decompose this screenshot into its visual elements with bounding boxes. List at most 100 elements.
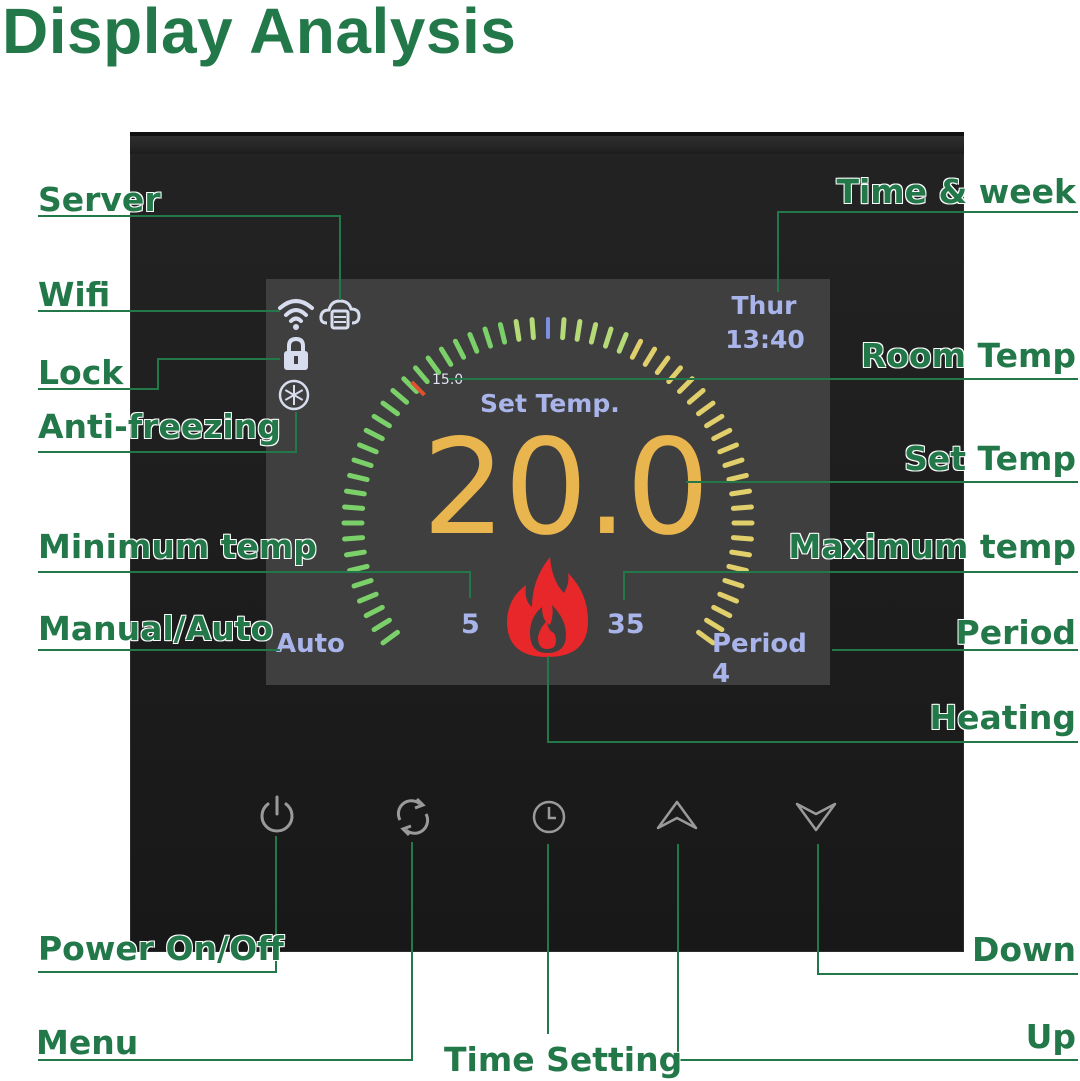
dial-tick bbox=[357, 442, 379, 455]
label-manual-auto: Manual/Auto bbox=[38, 609, 274, 648]
room-temp-display: 15.0 bbox=[432, 372, 464, 388]
up-arrow-icon bbox=[656, 800, 698, 830]
dial-tick bbox=[347, 563, 370, 574]
weekday-display: Thur bbox=[731, 291, 797, 320]
max-temp-value: 35 bbox=[607, 609, 645, 640]
dial-tick bbox=[711, 604, 733, 619]
label-set-temp: Set Temp bbox=[904, 439, 1076, 478]
label-anti-freezing: Anti-freezing bbox=[38, 407, 281, 446]
dial-tick bbox=[722, 578, 745, 589]
label-server: Server bbox=[38, 180, 161, 219]
dial-tick bbox=[696, 400, 716, 417]
lock-icon bbox=[281, 336, 311, 377]
dial-tick bbox=[726, 563, 749, 574]
panel-rim bbox=[130, 136, 964, 154]
dial-tick bbox=[390, 388, 410, 405]
dial-tick bbox=[677, 376, 695, 394]
dial-tick bbox=[704, 413, 725, 429]
label-wifi: Wifi bbox=[38, 275, 111, 314]
dial-tick bbox=[729, 488, 752, 497]
dial-tick bbox=[722, 457, 745, 468]
server-icon bbox=[318, 297, 362, 336]
up-button[interactable] bbox=[654, 798, 700, 837]
dial-tick bbox=[588, 322, 599, 345]
label-room-temp: Room Temp bbox=[860, 336, 1076, 375]
label-time-week: Time & week bbox=[836, 172, 1076, 211]
power-icon bbox=[260, 795, 294, 833]
label-lock: Lock bbox=[38, 353, 124, 392]
label-up: Up bbox=[1025, 1017, 1076, 1056]
dial-tick bbox=[438, 346, 454, 367]
dial-tick bbox=[704, 617, 725, 633]
temperature-dial bbox=[341, 317, 755, 646]
snowflake-icon bbox=[278, 379, 310, 416]
dial-tick bbox=[529, 317, 536, 341]
dial-tick bbox=[467, 332, 480, 354]
page-title: Display Analysis bbox=[2, 0, 517, 67]
dial-tick bbox=[497, 322, 508, 345]
dial-tick bbox=[726, 472, 749, 483]
dial-tick bbox=[717, 442, 739, 455]
dial-tick bbox=[401, 376, 419, 394]
dial-tick bbox=[603, 326, 614, 349]
dial-tick bbox=[482, 326, 493, 349]
dial-tick bbox=[642, 346, 658, 367]
dial-tick bbox=[696, 629, 716, 646]
dial-tick bbox=[425, 355, 442, 375]
dial-tick bbox=[380, 400, 400, 417]
dial-tick bbox=[413, 365, 430, 385]
dial-tick bbox=[357, 591, 379, 604]
dial-tick bbox=[351, 457, 374, 468]
label-down: Down bbox=[971, 930, 1076, 969]
dial-tick bbox=[342, 535, 366, 542]
dial-tick bbox=[351, 578, 374, 589]
mode-display: Auto bbox=[276, 629, 345, 659]
dial-tick bbox=[717, 591, 739, 604]
dial-tick bbox=[363, 427, 385, 442]
dial-tick bbox=[729, 549, 752, 558]
down-button[interactable] bbox=[793, 800, 839, 839]
flame-icon bbox=[502, 549, 592, 664]
dial-tick bbox=[629, 338, 644, 360]
label-power: Power On/Off bbox=[38, 929, 284, 968]
dial-tick bbox=[560, 317, 567, 341]
dial-tick bbox=[574, 319, 583, 342]
dial-tick bbox=[380, 629, 400, 646]
lcd-screen: Thur 13:40 15.0 Set Temp. 20.0 5 35 Auto… bbox=[266, 279, 830, 689]
dial-tick bbox=[363, 604, 385, 619]
label-menu: Menu bbox=[36, 1023, 139, 1062]
dial-tick bbox=[730, 504, 754, 511]
dial-tick bbox=[452, 338, 467, 360]
dial-tick bbox=[371, 413, 392, 429]
dial-tick bbox=[347, 472, 370, 483]
dial-tick bbox=[686, 388, 706, 405]
min-temp-value: 5 bbox=[461, 609, 480, 640]
clock-icon bbox=[532, 800, 566, 834]
label-minimum-temp: Minimum temp bbox=[38, 527, 317, 566]
down-arrow-icon bbox=[795, 802, 837, 832]
set-temp-value: 20.0 bbox=[422, 411, 710, 565]
menu-cycle-icon bbox=[396, 797, 430, 837]
dial-tick bbox=[730, 535, 754, 542]
dial-tick bbox=[711, 427, 733, 442]
period-display: Period 4 bbox=[712, 629, 807, 689]
dial-tick bbox=[344, 488, 367, 497]
label-period: Period bbox=[955, 613, 1076, 652]
menu-button[interactable] bbox=[390, 796, 436, 843]
dial-tick bbox=[616, 332, 629, 354]
time-setting-button[interactable] bbox=[530, 798, 568, 841]
set-temp-caption: Set Temp. bbox=[480, 389, 620, 418]
dial-tick bbox=[342, 504, 366, 511]
label-time-setting: Time Setting bbox=[444, 1040, 683, 1079]
label-heating: Heating bbox=[929, 698, 1076, 737]
label-maximum-temp: Maximum temp bbox=[788, 527, 1076, 566]
power-button[interactable] bbox=[256, 794, 298, 843]
dial-tick bbox=[344, 549, 367, 558]
dial-tick bbox=[654, 355, 671, 375]
dial-tick bbox=[513, 319, 522, 342]
room-temp-marker bbox=[410, 380, 426, 397]
wifi-icon bbox=[276, 295, 316, 336]
time-display: 13:40 bbox=[725, 325, 805, 354]
dial-tick bbox=[371, 617, 392, 633]
